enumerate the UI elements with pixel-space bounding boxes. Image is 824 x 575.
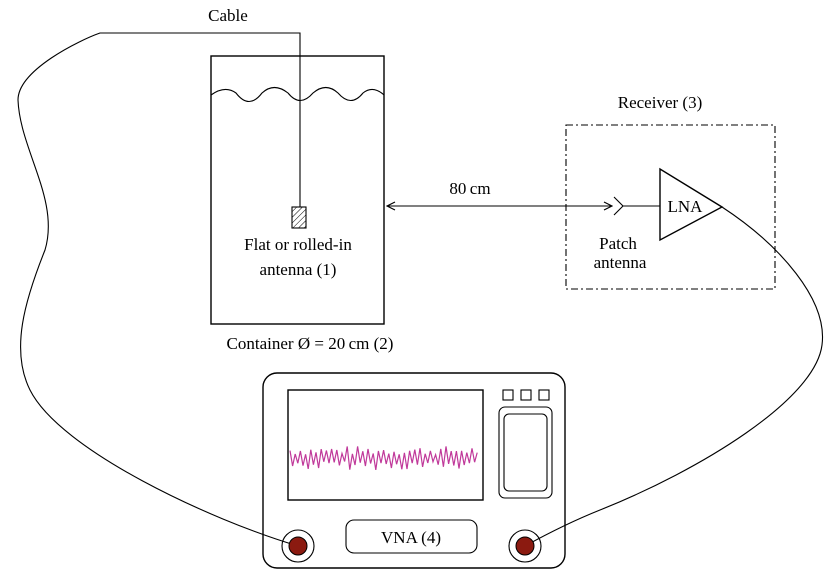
vna-port-right[interactable] xyxy=(508,529,542,563)
vna-signal-trace xyxy=(289,446,478,470)
patch-antenna xyxy=(613,196,624,216)
cable-label: Cable xyxy=(208,6,248,25)
container xyxy=(210,55,385,325)
vna-button-3[interactable] xyxy=(538,389,550,401)
lna-label: LNA xyxy=(668,197,704,216)
flat-antenna xyxy=(291,206,307,229)
container-label: Container Ø = 20 cm (2) xyxy=(227,334,394,353)
left-cable xyxy=(17,32,301,547)
vna-button-2[interactable] xyxy=(520,389,532,401)
receiver-box xyxy=(565,124,776,290)
vna-button-1[interactable] xyxy=(502,389,514,401)
patch-label-line1: Patch xyxy=(599,234,637,253)
lna-amplifier xyxy=(659,167,724,242)
antenna-label-line1: Flat or rolled-in xyxy=(244,235,352,254)
vna-screen xyxy=(287,389,484,501)
vna-control-panel[interactable] xyxy=(498,406,553,499)
vna-port-left[interactable] xyxy=(281,529,315,563)
patch-label-line2: antenna xyxy=(594,253,647,272)
distance-label: 80 cm xyxy=(449,179,490,198)
vna-label: VNA (4) xyxy=(381,528,441,547)
vna-device xyxy=(262,372,566,569)
right-cable xyxy=(524,206,824,547)
receiver-label: Receiver (3) xyxy=(618,93,702,112)
antenna-label-line2: antenna (1) xyxy=(260,260,337,279)
liquid-surface xyxy=(210,86,385,103)
vna-control-inner xyxy=(503,413,548,492)
vna-name-box xyxy=(345,519,478,554)
